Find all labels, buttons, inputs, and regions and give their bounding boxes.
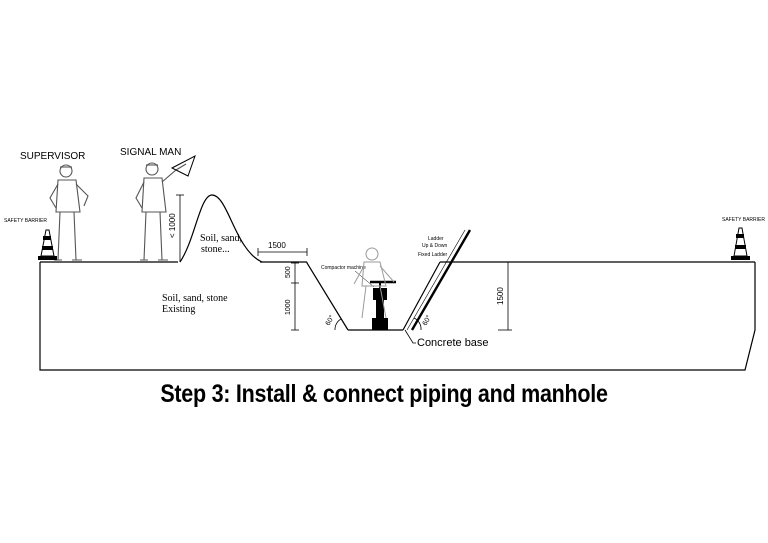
compactor-leader	[354, 270, 375, 288]
ladder-icon	[406, 229, 472, 331]
signal-man-label: SIGNAL MAN	[120, 147, 181, 158]
angle-left-label: 60°	[324, 314, 336, 327]
concrete-base-leader	[404, 329, 416, 344]
pile-height-label: < 1000	[168, 213, 177, 238]
ladder-label-2: Up & Down	[422, 243, 448, 249]
operator-figure	[353, 247, 395, 319]
figure-caption: Step 3: Install & connect piping and man…	[160, 380, 608, 408]
pile-height-dimension	[176, 194, 184, 262]
slope-upper-label: 500	[285, 266, 292, 278]
signal-man-figure	[135, 162, 187, 261]
supervisor-label: SUPERVISOR	[20, 151, 85, 162]
ground-outline	[39, 261, 756, 371]
concrete-base-label: Concrete base	[417, 337, 489, 349]
slope-lower-label: 1000	[285, 299, 292, 315]
supervisor-figure	[49, 164, 89, 261]
angle-right-label: 60°	[421, 314, 433, 327]
slope-dimension-line	[291, 262, 299, 331]
spoil-pile-label-2: stone...	[201, 244, 230, 255]
safety-barrier-right-label: SAFETY BARRIER	[722, 217, 765, 223]
ladder-label-3: Fixed Ladder	[418, 252, 448, 258]
setback-label: 1500	[268, 241, 286, 250]
angle-right-arc	[413, 317, 422, 331]
compactor-label: Compactor machine	[321, 265, 366, 271]
signal-flag-icon	[170, 154, 196, 177]
existing-soil-label-1: Soil, sand, stone	[162, 293, 228, 304]
trench-depth-label: 1500	[496, 287, 505, 305]
trench-depth-dimension	[498, 261, 512, 331]
existing-soil-label-2: Existing	[162, 304, 195, 315]
spoil-pile-label-1: Soil, sand,	[200, 233, 242, 244]
safety-cone-left-icon	[38, 229, 57, 260]
spoil-pile	[179, 194, 263, 263]
safety-barrier-left-label: SAFETY BARRIER	[4, 218, 47, 224]
compactor-machine-icon	[370, 280, 396, 330]
ladder-label-1: Ladder	[428, 236, 444, 242]
setback-dimension	[257, 248, 308, 256]
safety-cone-right-icon	[731, 227, 750, 260]
angle-left-arc	[334, 318, 342, 331]
